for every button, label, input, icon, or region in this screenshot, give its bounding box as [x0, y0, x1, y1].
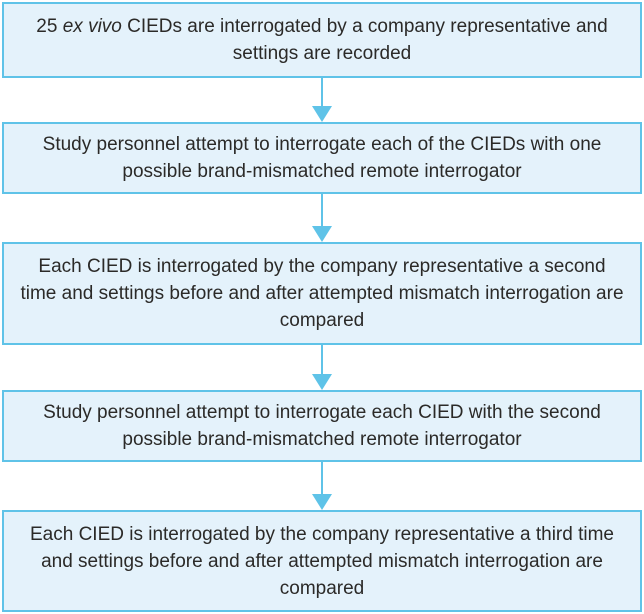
- arrow-stem: [321, 345, 323, 374]
- arrow-stem: [321, 78, 323, 106]
- flow-step-4-text: Study personnel attempt to interrogate e…: [43, 402, 601, 450]
- down-arrow-icon: [2, 345, 642, 390]
- arrow-head: [312, 106, 332, 122]
- arrow-head: [312, 374, 332, 390]
- flow-step-1-text: 25 ex vivo CIEDs are interrogated by a c…: [18, 13, 626, 67]
- arrow-stem: [321, 194, 323, 226]
- down-arrow-icon: [2, 78, 642, 122]
- flow-step-5-text: Each CIED is interrogated by the company…: [29, 523, 614, 599]
- flow-step-2-box: Study personnel attempt to interrogate e…: [2, 122, 642, 194]
- flow-step-1-box: 25 ex vivo CIEDs are interrogated by a c…: [2, 2, 642, 78]
- flow-step-4-box: Study personnel attempt to interrogate e…: [2, 390, 642, 462]
- flow-step-5-box: Each CIED is interrogated by the company…: [2, 510, 642, 612]
- arrow-head: [312, 494, 332, 510]
- flow-step-1-text-part: 25: [36, 16, 63, 37]
- flow-step-3-box: Each CIED is interrogated by the company…: [2, 242, 642, 345]
- flow-step-1-text-italic: ex vivo: [62, 16, 122, 37]
- down-arrow-icon: [2, 462, 642, 510]
- flow-step-1-text-part: CIEDs are interrogated by a company repr…: [121, 16, 608, 64]
- arrow-head: [312, 226, 332, 242]
- down-arrow-icon: [2, 194, 642, 242]
- arrow-stem: [321, 462, 323, 494]
- flow-step-2-text: Study personnel attempt to interrogate e…: [42, 134, 602, 182]
- flow-step-3-text: Each CIED is interrogated by the company…: [20, 256, 624, 331]
